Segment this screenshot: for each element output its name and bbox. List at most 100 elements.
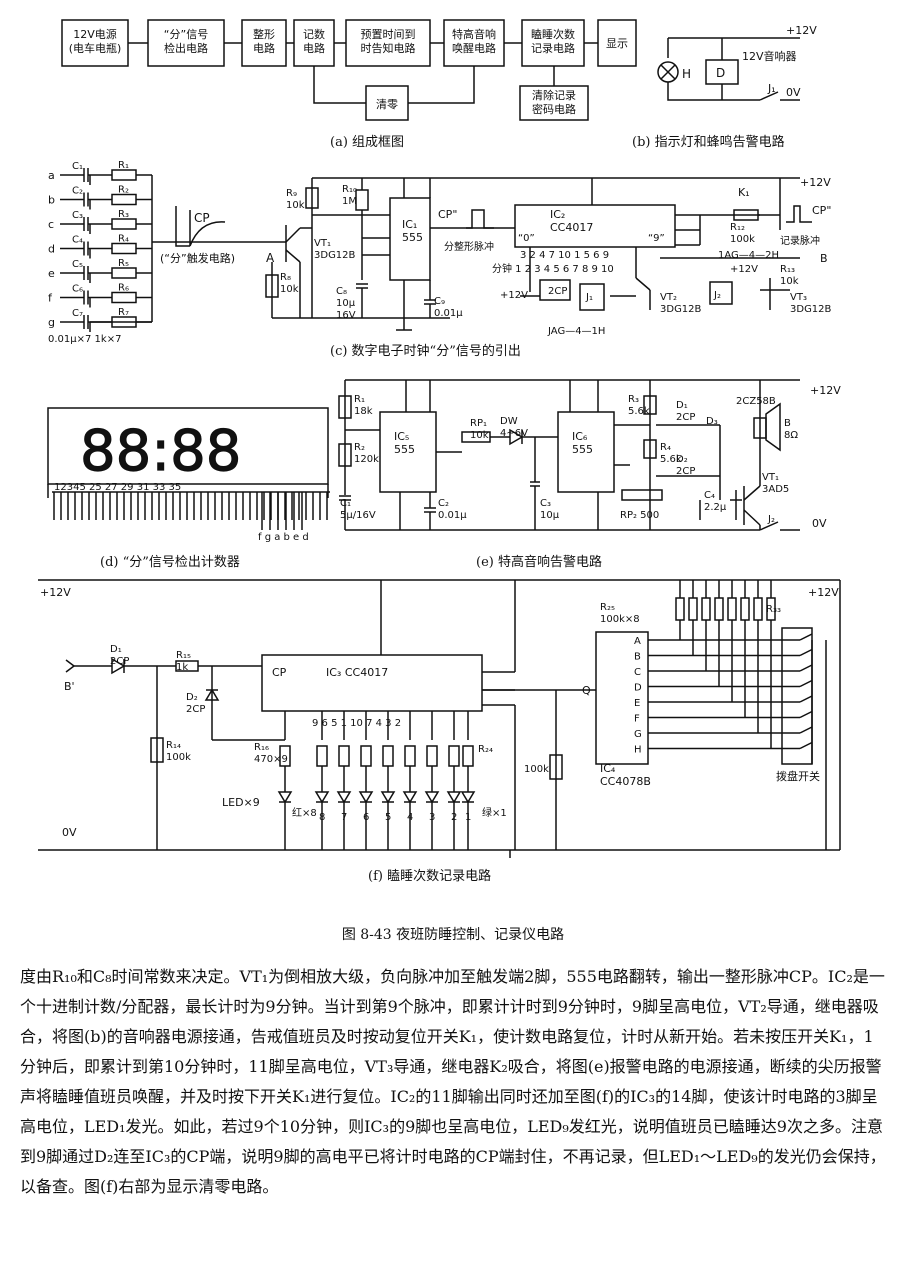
ic4-input: H (634, 745, 642, 756)
f-led: LED×9 (222, 796, 260, 809)
b-relay: D (716, 66, 725, 80)
ic4-input: E (634, 698, 640, 709)
cp-label: CP (194, 211, 210, 225)
point-a: A (266, 251, 275, 265)
block-label: 整形电路 (253, 27, 275, 55)
caption-d: (d) “分”信号检出计数器 (100, 555, 240, 570)
ic4-input: A (634, 636, 641, 647)
led-number: 4 (407, 812, 413, 823)
f-q: Q (582, 684, 591, 697)
pin-row: 3 2 4 7 10 1 5 6 9 (520, 250, 609, 261)
input-label: c (48, 218, 54, 231)
input-network (60, 168, 812, 332)
high-pitch-alarm-circuit (338, 379, 800, 531)
block-diagram (61, 19, 637, 121)
relay-j2: J₂ (713, 290, 721, 301)
d2cp-label: 2CP (548, 286, 567, 297)
c-supply-3: +12V (500, 290, 528, 301)
input-label: a (48, 169, 55, 182)
k1-label: K₁ (738, 186, 750, 199)
b-switch: J₁ (767, 82, 776, 95)
led-array (277, 711, 476, 850)
e-diode: 2CZ58B (736, 396, 776, 407)
jag1-label: JAG—4—1H (547, 326, 605, 337)
trigger-note: (“分”触发电路) (160, 251, 235, 265)
led-number: 7 (341, 812, 347, 823)
cap-label: C₂ (72, 186, 83, 197)
ic4-input: F (634, 714, 640, 725)
body-paragraph: 度由R₁₀和C₈时间常数来决定。VT₁为倒相放大级，负向脉冲加至触发端2脚，55… (20, 967, 886, 1196)
display-digits: 88:88 (80, 419, 241, 484)
display-segments: f g a b e d (258, 532, 309, 543)
zero-label: “0” (518, 233, 535, 244)
f-cp: CP (272, 666, 287, 679)
input-label: f (48, 292, 53, 305)
cap-label: C₄ (72, 235, 83, 246)
resistor-label: R₇ (118, 307, 129, 318)
resistor-label: R₄ (118, 234, 129, 245)
b-buzzer: 12V音响器 (742, 49, 797, 63)
ic4-input: G (634, 729, 642, 740)
caption-b: (b) 指示灯和蜂鸣告警电路 (632, 134, 785, 150)
minutes-row: 分钟 1 2 3 4 5 6 7 8 9 10 (492, 262, 614, 275)
cap-label: C₆ (72, 284, 83, 295)
display-pin-labels: 12345 25 27 29 31 33 35 (54, 482, 181, 493)
circuit-schematic: 12V电源(电车电瓶)“分”信号检出电路整形电路记数电路预置时间到时告知电路特高… (38, 19, 841, 884)
cap-label: C₃ (72, 210, 83, 221)
resistor-label: R₁ (118, 160, 129, 171)
alarm-indicator-circuit (657, 37, 800, 101)
input-label: g (48, 316, 55, 329)
relay-j1: J₁ (585, 292, 593, 303)
f-r24: R₂₄ (478, 744, 493, 755)
doze-count-circuit (38, 579, 841, 858)
f-ic3: IC₃ CC4017 (326, 666, 388, 679)
cap-label: C₁ (72, 161, 83, 172)
values-note: 0.01μ×7 1k×7 (48, 334, 121, 345)
shaping-label: 分整形脉冲 (444, 240, 494, 253)
led-number: 8 (319, 812, 325, 823)
caption-e: (e) 特高音响告警电路 (476, 554, 602, 570)
f-supply: +12V (40, 586, 71, 599)
e-rp2: RP₂ 500 (620, 510, 659, 521)
b-lamp: H (682, 67, 691, 81)
caption-c: (c) 数字电子时钟“分”信号的引出 (330, 343, 521, 359)
minute-signal-circuit (90, 175, 800, 331)
e-d3: D₃ (706, 416, 718, 427)
figure-title: 图 8-43 夜班防睡控制、记录仪电路 (341, 927, 565, 943)
ic4-input: B (634, 652, 641, 663)
input-label: b (48, 194, 55, 207)
counter-display (47, 407, 330, 498)
cap-label: C₅ (72, 259, 83, 270)
dial-switch-bank (648, 580, 827, 850)
resistor-label: R₅ (118, 258, 129, 269)
